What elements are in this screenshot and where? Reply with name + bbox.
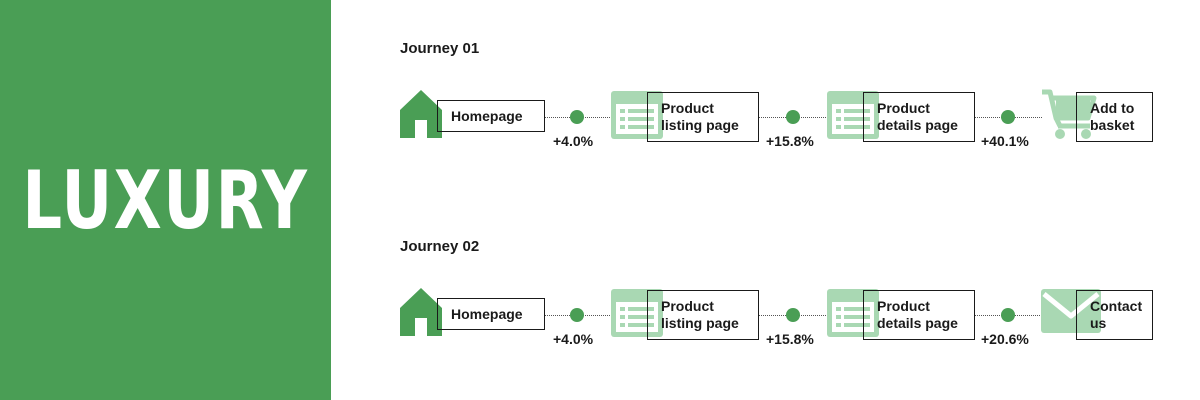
page-icon	[827, 289, 879, 337]
step-dot	[1001, 308, 1015, 322]
category-banner: LUXURY	[0, 0, 331, 400]
conversion-rate: +4.0%	[553, 331, 594, 347]
step-contact-us: Contact us	[1076, 290, 1153, 340]
step-dot	[570, 110, 584, 124]
page-icon	[827, 91, 879, 139]
step-dot	[786, 308, 800, 322]
category-title: LUXURY	[22, 153, 309, 247]
step-product-listing: Product listing page	[647, 92, 759, 142]
step-dot	[786, 110, 800, 124]
house-icon	[400, 90, 442, 138]
conversion-rate: +4.0%	[553, 133, 594, 149]
step-product-details: Product details page	[863, 92, 975, 142]
step-add-to-basket: Add to basket	[1076, 92, 1153, 142]
journey-title: Journey 01	[400, 40, 480, 57]
conversion-rate: +15.8%	[766, 331, 814, 347]
shopping-cart-icon	[1042, 89, 1097, 139]
conversion-rate: +15.8%	[766, 133, 814, 149]
house-icon	[400, 288, 442, 336]
journey-title: Journey 02	[400, 238, 480, 255]
page-icon	[611, 91, 663, 139]
journey-2: Journey 02 Homepage +4.0% Product listin…	[0, 238, 1200, 358]
step-product-details: Product details page	[863, 290, 975, 340]
page-icon	[611, 289, 663, 337]
conversion-rate: +40.1%	[981, 133, 1029, 149]
step-dot	[1001, 110, 1015, 124]
step-dot	[570, 308, 584, 322]
journey-1: Journey 01 Homepage +4.0% Product listin…	[0, 40, 1200, 160]
step-homepage: Homepage	[437, 298, 545, 330]
conversion-rate: +20.6%	[981, 331, 1029, 347]
step-product-listing: Product listing page	[647, 290, 759, 340]
envelope-icon	[1041, 289, 1101, 333]
step-homepage: Homepage	[437, 100, 545, 132]
